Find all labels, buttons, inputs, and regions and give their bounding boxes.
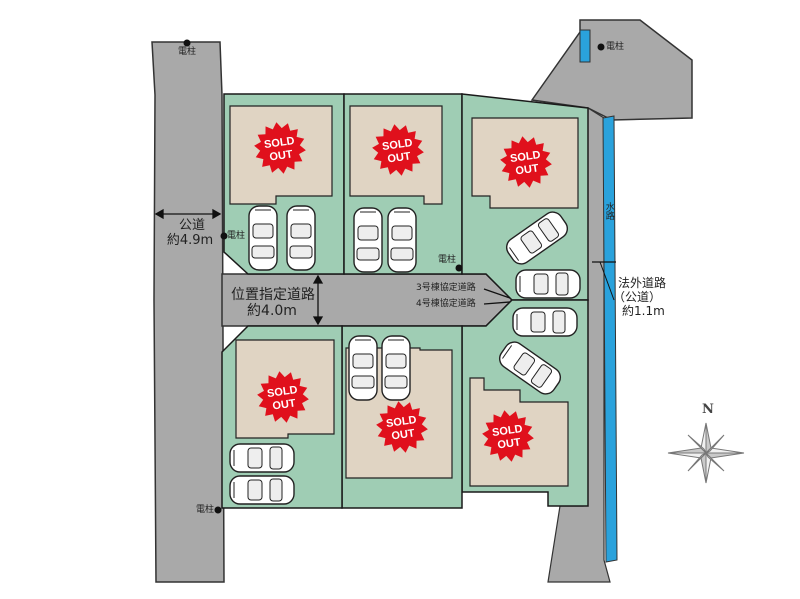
waterway-label: 水路 bbox=[603, 202, 614, 220]
parked-car bbox=[286, 205, 316, 271]
designated-road-width: 約4.0m bbox=[247, 303, 297, 319]
utility-pole-label: 電柱 bbox=[196, 505, 215, 515]
sold-label: SOLD bbox=[385, 414, 417, 430]
north-compass bbox=[667, 422, 745, 484]
roads bbox=[151, 19, 693, 583]
sold-out-burst bbox=[482, 410, 534, 462]
sold-out-burst bbox=[376, 401, 428, 453]
parked-car bbox=[387, 207, 417, 273]
sold-label: SOLD bbox=[381, 137, 413, 153]
designated-road-arrowhead-bottom bbox=[312, 316, 324, 326]
sold-out-burst bbox=[372, 124, 424, 176]
west-public-road bbox=[151, 41, 225, 583]
out-label: OUT bbox=[269, 148, 294, 163]
utility-pole-marker bbox=[597, 43, 605, 51]
utility-pole-marker bbox=[220, 232, 228, 240]
parked-car bbox=[381, 335, 411, 401]
sold-label: SOLD bbox=[266, 384, 298, 400]
extralegal-road-label: 法外道路 bbox=[618, 276, 667, 290]
utility-pole-label: 電柱 bbox=[606, 42, 625, 52]
house3-road-arrow bbox=[483, 288, 511, 299]
parked-car bbox=[505, 211, 569, 265]
utility-pole-marker bbox=[455, 264, 463, 272]
sold-out-burst bbox=[254, 122, 306, 174]
west-road-width: 約4.9m bbox=[166, 233, 214, 248]
out-label: OUT bbox=[515, 162, 540, 177]
designated-road-label: 位置指定道路 bbox=[231, 287, 315, 303]
house4-road-label: 4号棟協定道路 bbox=[416, 299, 476, 309]
extralegal-road-tick bbox=[599, 261, 615, 301]
north-label: N bbox=[702, 402, 714, 417]
utility-pole-label: 電柱 bbox=[227, 231, 246, 241]
out-label: OUT bbox=[391, 427, 416, 442]
sold-out-burst bbox=[257, 371, 309, 423]
utility-pole-label: 電柱 bbox=[438, 255, 457, 265]
sold-out-burst bbox=[500, 136, 552, 188]
west-road-width-arrowhead-right bbox=[212, 208, 222, 220]
waterway-north-channel bbox=[579, 29, 591, 63]
waterway-channel bbox=[602, 115, 618, 563]
out-label: OUT bbox=[272, 397, 297, 412]
parked-car bbox=[515, 269, 581, 299]
sold-label: SOLD bbox=[491, 423, 523, 439]
dimension-arrows bbox=[154, 208, 616, 326]
designated-road-arrowhead-top bbox=[312, 274, 324, 284]
out-label: OUT bbox=[387, 150, 412, 165]
parked-car bbox=[229, 475, 295, 505]
utility-pole-marker bbox=[214, 506, 222, 514]
parked-cars bbox=[229, 205, 581, 505]
parked-car bbox=[512, 307, 578, 337]
utility-pole-marker bbox=[183, 39, 191, 47]
utility-pole-label: 電柱 bbox=[178, 47, 197, 57]
parked-car bbox=[498, 341, 562, 395]
parked-car bbox=[229, 443, 295, 473]
sold-label: SOLD bbox=[509, 149, 541, 165]
house3-road-label: 3号棟協定道路 bbox=[416, 283, 476, 293]
utility-poles bbox=[183, 39, 605, 514]
parked-car bbox=[353, 207, 383, 273]
parked-car bbox=[248, 205, 278, 271]
house4-road-arrow bbox=[483, 301, 511, 305]
west-road-label: 公道 bbox=[178, 218, 205, 233]
parked-car bbox=[348, 335, 378, 401]
sold-label: SOLD bbox=[263, 135, 295, 151]
out-label: OUT bbox=[497, 436, 522, 451]
west-road-width-arrowhead-left bbox=[154, 208, 164, 220]
waterway bbox=[579, 29, 618, 563]
extralegal-road-sub: （公道） bbox=[613, 290, 662, 304]
northeast-road bbox=[530, 19, 693, 121]
extralegal-road-width: 約1.1m bbox=[622, 304, 665, 318]
